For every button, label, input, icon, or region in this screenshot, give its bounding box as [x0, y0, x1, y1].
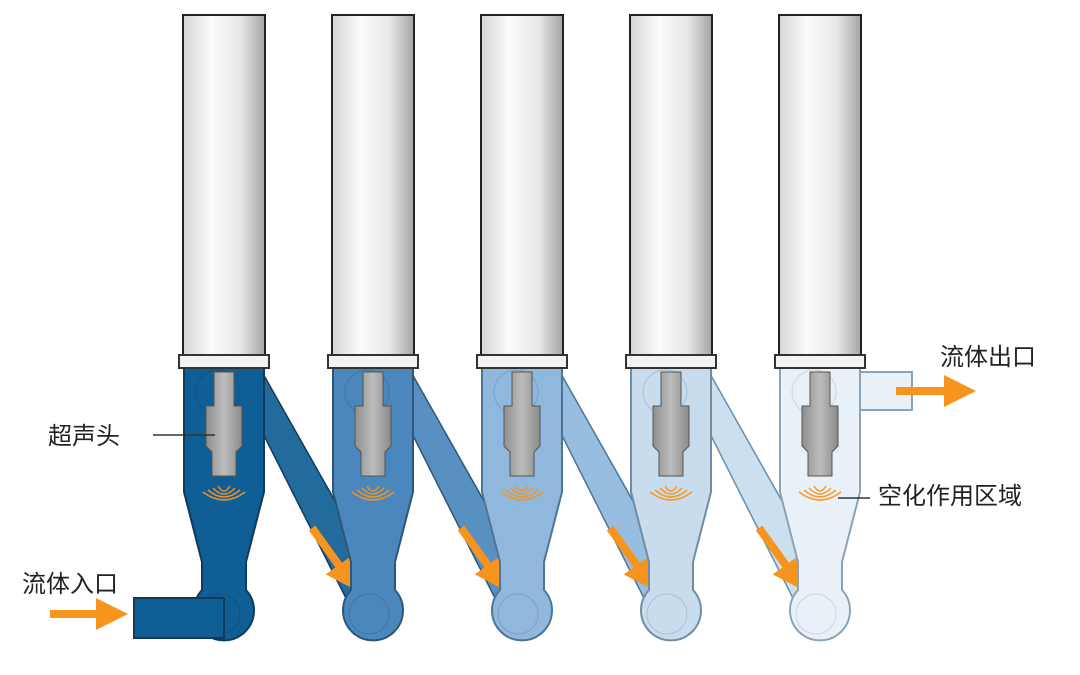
- cavitation-wave: [813, 485, 827, 492]
- column-flange: [178, 354, 270, 369]
- flow-arrow-4: [755, 525, 805, 591]
- bulb-ring: [795, 593, 837, 635]
- stage-5: [774, 14, 866, 642]
- column-tube: [182, 14, 266, 356]
- outlet-group: 流体出口: [896, 343, 1036, 407]
- bulb-ring: [348, 593, 390, 635]
- transducer-label: 超声头: [48, 422, 120, 450]
- column-tube: [629, 14, 713, 356]
- cavitation-wave: [798, 491, 842, 501]
- ultrasonic-probe: [652, 371, 690, 477]
- reactor-body: [630, 367, 712, 642]
- column-flange: [476, 354, 568, 369]
- flow-arrow-1: [308, 525, 358, 591]
- inlet-pipe: [133, 597, 225, 639]
- flow-arrow-2: [457, 525, 507, 591]
- cavitation-wave: [803, 489, 837, 498]
- cavitation-wave: [212, 487, 236, 495]
- bulb-ring: [497, 593, 539, 635]
- flow-arrow-3: [606, 525, 656, 591]
- cavitation-wave: [664, 485, 678, 492]
- cavitation-wave: [217, 485, 231, 492]
- cavitation-label: 空化作用区域: [878, 482, 1022, 510]
- column-tube: [331, 14, 415, 356]
- stage-4: [625, 14, 839, 642]
- cavitation-wave: [361, 487, 385, 495]
- reactor-body: [332, 367, 414, 642]
- ultrasonic-probe: [354, 371, 392, 477]
- cavitation-wave: [500, 491, 544, 501]
- reactor-stages: [178, 14, 866, 642]
- cavitation-wave: [808, 487, 832, 495]
- cavitation-wave: [659, 487, 683, 495]
- column-tube: [480, 14, 564, 356]
- inlet-label: 流体入口: [22, 570, 118, 598]
- cavitation-wave: [351, 491, 395, 501]
- transducer-callout: 超声头: [48, 422, 215, 450]
- column-flange: [774, 354, 866, 369]
- cavitation-wave: [505, 489, 539, 498]
- cavitation-wave: [515, 485, 529, 492]
- column-flange: [625, 354, 717, 369]
- cavitation-wave: [356, 489, 390, 498]
- ultrasonic-probe: [801, 371, 839, 477]
- ultrasonic-probe: [503, 371, 541, 477]
- cavitation-callout: 空化作用区域: [838, 482, 1022, 510]
- cavitation-wave: [207, 489, 241, 498]
- inlet-group: 流体入口: [22, 570, 225, 639]
- column-tube: [778, 14, 862, 356]
- bulb-ring: [646, 593, 688, 635]
- cavitation-wave: [649, 491, 693, 501]
- ultrasonic-probe: [205, 371, 243, 477]
- cavitation-wave: [366, 485, 380, 492]
- cavitation-wave: [510, 487, 534, 495]
- cavitation-wave: [654, 489, 688, 498]
- column-flange: [327, 354, 419, 369]
- outlet-label: 流体出口: [940, 343, 1036, 371]
- cavitation-wave: [202, 491, 246, 501]
- reactor-body: [779, 367, 861, 642]
- reactor-body: [481, 367, 563, 642]
